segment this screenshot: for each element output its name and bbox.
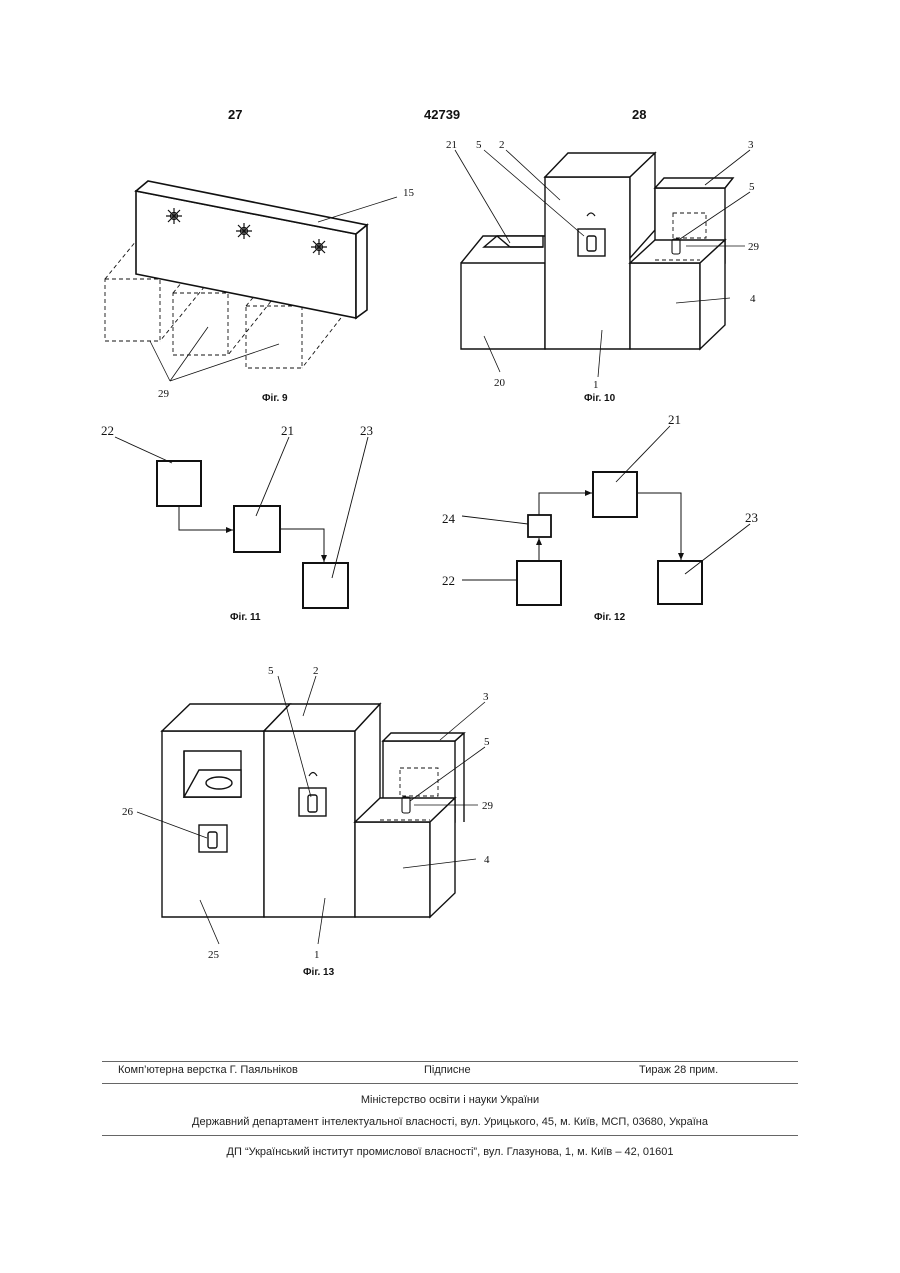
fig10-label-3: 3 <box>748 139 754 151</box>
fig11-label-22: 22 <box>101 423 114 438</box>
fig11-label-21: 21 <box>281 423 294 438</box>
footer-rule-middle <box>102 1083 798 1084</box>
fig13-label-5a: 5 <box>268 665 274 677</box>
figure-12 <box>462 426 750 605</box>
fig13-label-1: 1 <box>314 949 320 961</box>
figure-10 <box>455 150 750 377</box>
footer-department: Державний департамент інтелектуальної вл… <box>0 1116 900 1128</box>
figure-9 <box>105 181 397 381</box>
fig10-label-4: 4 <box>750 293 756 305</box>
panel-15 <box>136 181 367 318</box>
fig12-label-22: 22 <box>442 573 455 588</box>
footer-signed: Підписне <box>424 1064 471 1076</box>
fig13-label-4: 4 <box>484 854 490 866</box>
fig10-label-5b: 5 <box>749 181 755 193</box>
fig13-caption: Фіг. 13 <box>303 967 335 978</box>
fig13-label-25: 25 <box>208 949 220 961</box>
fig12-label-24: 24 <box>442 511 456 526</box>
fig10-label-5a: 5 <box>476 139 482 151</box>
fig13-label-26: 26 <box>122 806 134 818</box>
fig9-label-15: 15 <box>403 187 415 199</box>
fig10-caption: Фіг. 10 <box>584 393 616 404</box>
fig10-label-20: 20 <box>494 377 506 389</box>
fig10-label-29: 29 <box>748 241 760 253</box>
fig13-label-3: 3 <box>483 691 489 703</box>
fig13-label-29: 29 <box>482 800 494 812</box>
fig13-label-5b: 5 <box>484 736 490 748</box>
fig10-label-1: 1 <box>593 379 599 391</box>
fig13-label-2: 2 <box>313 665 319 677</box>
fig12-label-23: 23 <box>745 510 758 525</box>
footer-circulation: Тираж 28 прим. <box>639 1064 718 1076</box>
indicator-light-icon <box>311 239 327 255</box>
figure-13 <box>137 676 485 944</box>
footer-rule-bottom <box>102 1135 798 1136</box>
footer-layout-credit: Комп’ютерна верстка Г. Паяльніков <box>118 1064 298 1076</box>
fig9-caption: Фіг. 9 <box>262 393 288 404</box>
fig11-caption: Фіг. 11 <box>230 612 261 623</box>
footer-ministry: Міністерство освіти і науки України <box>0 1094 900 1106</box>
figure-11 <box>115 437 368 608</box>
fig12-caption: Фіг. 12 <box>594 612 626 623</box>
indicator-light-icon <box>166 208 182 224</box>
fig10-label-2: 2 <box>499 139 505 151</box>
fig12-label-21: 21 <box>668 412 681 427</box>
footer-institute: ДП “Український інститут промислової вла… <box>0 1146 900 1158</box>
fig10-label-21: 21 <box>446 139 457 151</box>
indicator-light-icon <box>236 223 252 239</box>
fig11-label-23: 23 <box>360 423 373 438</box>
patent-drawings: 15 29 Фіг. 9 <box>0 0 900 1000</box>
fig9-label-29: 29 <box>158 388 170 400</box>
footer-rule-top <box>102 1061 798 1062</box>
